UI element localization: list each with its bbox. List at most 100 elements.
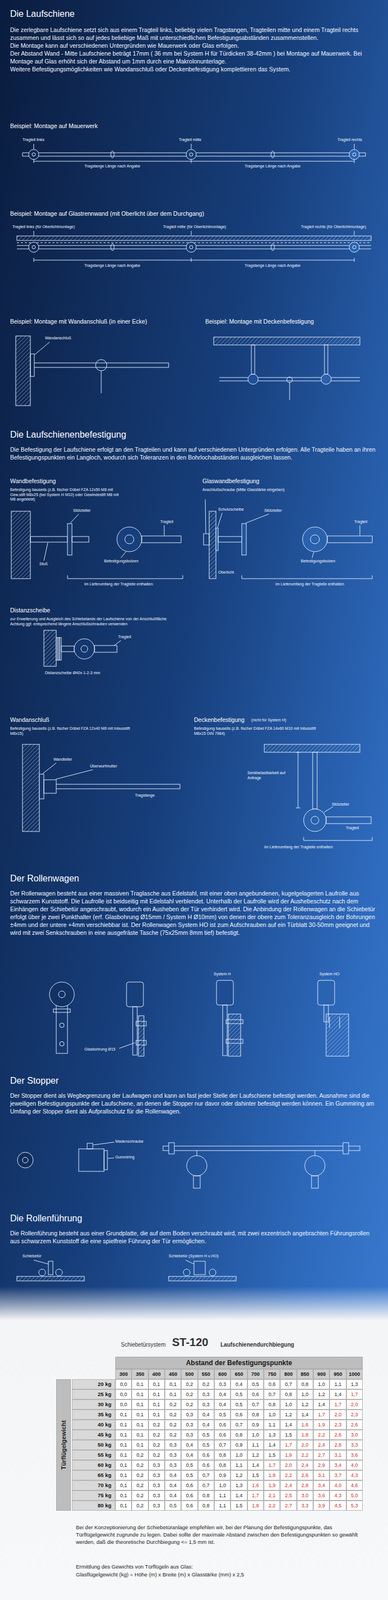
part-label: Schiebetür <box>22 1255 42 1261</box>
table-cell: 0,1 <box>115 1410 132 1421</box>
table-cell: 0,1 <box>164 1380 182 1391</box>
table-cell: 0,1 <box>131 1380 148 1391</box>
table-cell: 3,3 <box>296 1501 314 1513</box>
glass-fixing-detail <box>203 499 373 580</box>
table-cell: 0,1 <box>131 1420 148 1432</box>
table-cell: 3,6 <box>346 1451 363 1462</box>
glass-fixing-detail-part <box>241 524 247 556</box>
wall-fixing-detail-part <box>116 527 142 553</box>
table-cell: 0,3 <box>181 1431 198 1442</box>
wall-connection-detail-part <box>42 763 57 775</box>
ceiling-fixing-detail-part <box>372 837 373 842</box>
rail-wall-mount-part <box>33 143 35 150</box>
table-cell: 2,4 <box>296 1461 314 1472</box>
rail-glass-mount-part <box>186 242 197 253</box>
table-cell: 0,6 <box>214 1420 231 1432</box>
part-label: Wandanschluß <box>44 336 71 342</box>
table-cell: 0,4 <box>164 1481 182 1492</box>
rail-wall-mount-part <box>22 152 24 157</box>
table-cell: 0,3 <box>181 1410 198 1421</box>
note-text: Befestigung bauseits (z.B. fischer Dübel… <box>10 727 134 737</box>
part-label: im Lieferumfang der Tragteile enthalten <box>264 845 333 851</box>
roller-carriage-views-part <box>136 1041 147 1046</box>
wall-fixing-detail-part <box>141 536 182 544</box>
table-cell: 0,1 <box>131 1390 148 1401</box>
wall-fixing-detail-part <box>182 575 184 580</box>
column-header: 1000 <box>346 1370 363 1381</box>
part-label: Tragstange <box>134 793 155 800</box>
roller-carriage-views-part <box>226 1040 243 1045</box>
glass-fixing-detail-part <box>205 499 206 534</box>
wall-connection-detail-part <box>179 784 181 790</box>
glass-fixing-detail-part <box>218 537 242 543</box>
table-cell: 0,1 <box>115 1481 132 1492</box>
table-cell: 2,6 <box>346 1420 363 1432</box>
roller-carriage-views-part <box>58 991 66 999</box>
table-cell: 0,7 <box>197 1481 215 1492</box>
table-cell: 0,1 <box>164 1390 182 1401</box>
roller-carriage-views-part <box>59 1023 65 1029</box>
table-cell: 0,4 <box>164 1471 182 1482</box>
wall-connection-detail-part <box>56 789 180 791</box>
wall-fixing-detail-part <box>164 525 165 536</box>
roller-carriage-views-part <box>59 1042 65 1048</box>
dimension-label: Senkbelastbarkeit auf Anfrage <box>247 771 293 782</box>
part-label: Stützteller <box>73 508 91 514</box>
ceiling-fixing-detail-part <box>326 817 372 825</box>
table-cell: 1,5 <box>280 1431 297 1442</box>
table-cell: 2,8 <box>296 1481 314 1492</box>
row-header: 75 kg <box>71 1491 116 1502</box>
table-cell: 0,3 <box>148 1491 165 1502</box>
table-cell: 0,2 <box>164 1431 182 1442</box>
rail-glass-mount-part <box>33 231 35 236</box>
body-text: Die zerlegbare Laufschiene setzt sich au… <box>10 25 379 42</box>
table-cell: 2,3 <box>329 1420 346 1432</box>
table-cell: 1,8 <box>247 1501 264 1513</box>
table-cell: 0,4 <box>197 1410 215 1421</box>
table-cell: 0,2 <box>148 1420 165 1432</box>
table-cell: 0,8 <box>214 1461 231 1472</box>
table-cell: 1,3 <box>346 1380 363 1391</box>
body-text: Weitere Befestigungsmöglichkeiten wie Wa… <box>10 65 379 74</box>
glass-fixing-detail-part <box>359 525 361 536</box>
row-header: 30 kg <box>71 1400 116 1411</box>
stopper-views-part <box>186 1156 207 1177</box>
section-heading: Die Laufschiene <box>10 8 75 20</box>
table-cell: 1,7 <box>263 1461 281 1472</box>
column-header: 650 <box>230 1370 247 1381</box>
rail-wall-mount-part <box>189 152 193 157</box>
table-cell: 0,2 <box>131 1481 148 1492</box>
rail-glass-mount-part <box>33 260 355 261</box>
roller-carriage-views-part <box>339 1017 341 1030</box>
stopper-views <box>17 1143 360 1190</box>
roller-carriage-views-part <box>138 1016 144 1058</box>
note-text: Anschlußschraube (Mitte Glasstärke einge… <box>202 488 299 494</box>
table-cell: 0,1 <box>148 1410 165 1421</box>
table-cell: 1,0 <box>214 1481 231 1492</box>
table-cell: 3,4 <box>329 1461 346 1472</box>
table-cell: 0,2 <box>181 1380 198 1391</box>
table-cell: 0,6 <box>181 1491 198 1502</box>
note-text: Befestigung bauseits (z.B. fischer Dübel… <box>194 727 324 737</box>
column-header: 450 <box>164 1370 182 1381</box>
table-cell: 1,0 <box>313 1380 330 1391</box>
floor-guide-views-part <box>55 1270 63 1278</box>
spacer-disc-detail-part <box>74 639 95 660</box>
table-cell: 4,0 <box>329 1481 346 1492</box>
floor-guide-views-part <box>33 1261 49 1266</box>
table-cell: 0,5 <box>197 1431 215 1442</box>
rail-wall-mount-part <box>28 149 39 160</box>
corner-wall-connection-part <box>15 336 31 406</box>
rail-glass-mount-part <box>349 242 360 253</box>
rail-wall-mount-part <box>354 159 355 164</box>
table-cell: 1,4 <box>280 1420 297 1432</box>
row-header: 35 kg <box>71 1410 116 1421</box>
wall-fixing-detail-part <box>71 537 89 543</box>
table-cell: 0,3 <box>148 1471 165 1482</box>
ceiling-fixing-detail-part <box>303 837 305 842</box>
ceiling-mount-example-part <box>324 345 328 375</box>
table-cell: 0,0 <box>115 1400 132 1411</box>
footnote-text: Ermittlung des Gewichts von Türflügeln a… <box>75 1564 366 1572</box>
formula-text: Glasflügelgewicht (kg) = Höhe (m) x Brei… <box>75 1572 366 1580</box>
table-cell: 1,3 <box>263 1431 281 1442</box>
